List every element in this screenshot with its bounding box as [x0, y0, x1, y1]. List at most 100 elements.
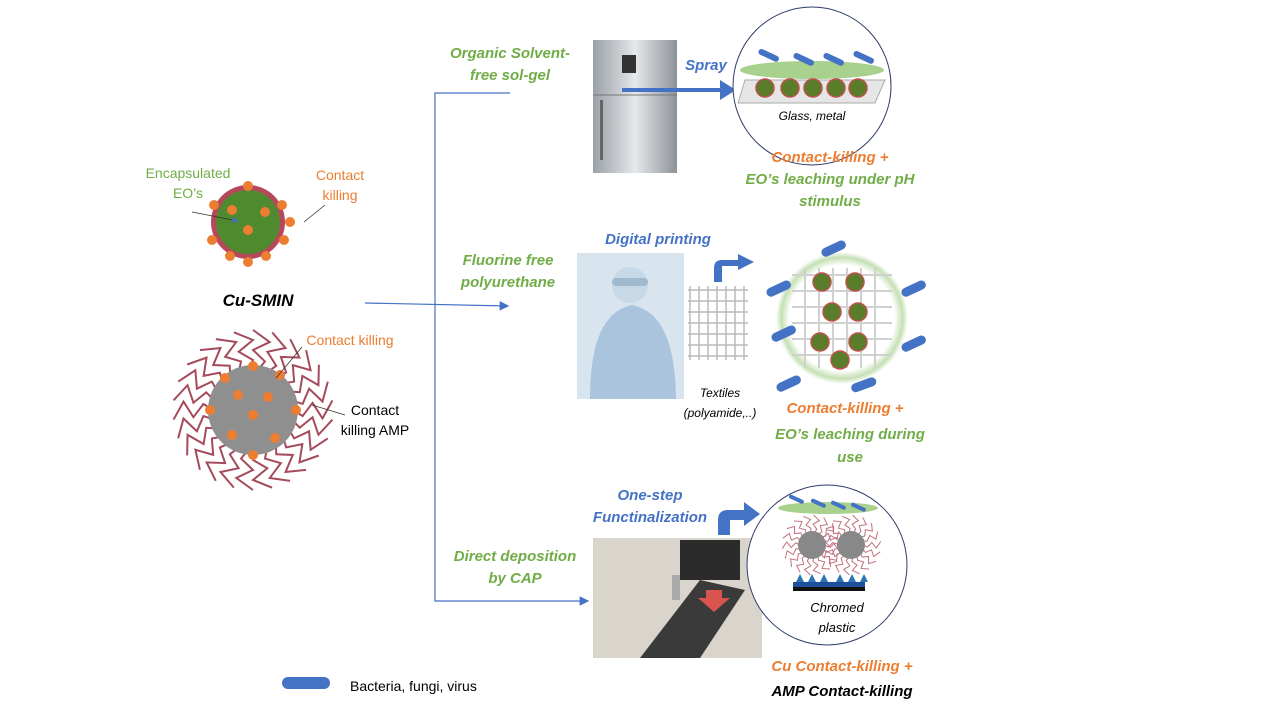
- amp-chain: [291, 381, 329, 406]
- plasma-arrow: [836, 574, 844, 582]
- refrigerator-photo: [593, 40, 677, 173]
- amp-chain: [291, 415, 334, 437]
- cu-smin-label: Cu-SMIN: [223, 291, 295, 310]
- bacteria-icon: [771, 325, 796, 342]
- process-one-step-1: One-step: [617, 487, 682, 504]
- amp-chain: [215, 338, 243, 373]
- method-3-line-2: by CAP: [488, 570, 542, 587]
- amp-chain: [194, 435, 224, 471]
- result-3-orange: Cu Contact-killing +: [771, 658, 912, 675]
- nanoparticle: [848, 78, 868, 98]
- contact-killing-label-bottom: Contact killing: [306, 332, 393, 348]
- amp-chain: [782, 532, 802, 542]
- amp-chain: [812, 556, 821, 575]
- amp-chain: [265, 331, 288, 374]
- amp-chain: [204, 442, 231, 482]
- amp-chain: [795, 554, 807, 573]
- result-1-orange: Contact-killing +: [771, 149, 888, 166]
- substrate-2-line-1: Textiles: [700, 386, 740, 400]
- amp-chain: [793, 520, 807, 535]
- copper-dot: [243, 181, 253, 191]
- nanoparticle: [755, 78, 775, 98]
- nanoparticle: [845, 272, 865, 292]
- glass-metal-circle: [732, 6, 892, 166]
- amp-chain: [851, 556, 860, 575]
- copper-dot: [291, 405, 301, 415]
- method-3-line-1: Direct deposition: [454, 548, 577, 565]
- amp-chain: [834, 554, 846, 573]
- substrate-3-line-1: Chromed: [810, 600, 864, 615]
- bacteria-icon: [901, 280, 926, 297]
- amp-chain: [263, 447, 291, 482]
- amp-chain: [281, 436, 320, 464]
- nanoparticle: [780, 78, 800, 98]
- amp-chain: [274, 442, 307, 474]
- amp-chain: [856, 517, 868, 536]
- result-1-green-1: EO’s leaching under pH: [746, 171, 916, 188]
- copper-dot: [225, 251, 235, 261]
- amp-chain: [862, 541, 882, 549]
- copper-dot: [263, 392, 273, 402]
- amp-chain: [177, 414, 215, 439]
- result-3-black: AMP Contact-killing: [770, 683, 912, 700]
- copper-dot: [285, 217, 295, 227]
- copper-dot: [243, 257, 253, 267]
- method-1-line-2: free sol-gel: [470, 67, 551, 84]
- amp-chain: [186, 426, 218, 456]
- copper-dot: [233, 390, 243, 400]
- result-1-green-2: stimulus: [799, 193, 861, 210]
- copper-dot: [270, 433, 280, 443]
- amp-chain: [786, 525, 804, 538]
- amp-chain: [199, 346, 232, 378]
- copper-dot: [260, 207, 270, 217]
- nanoparticle: [830, 350, 850, 370]
- chromed-plastic-circle: [746, 484, 908, 646]
- nanoparticle: [810, 332, 830, 352]
- cu-smin-particle: [191, 181, 326, 267]
- substrate-1: Glass, metal: [779, 109, 846, 123]
- amp-chain: [812, 514, 821, 534]
- contact-killing-label-2: killing: [322, 187, 357, 203]
- plasma-arrow: [820, 574, 828, 582]
- amp-chain: [218, 446, 241, 489]
- digital-printing-arrow: [714, 254, 754, 282]
- lab-worker-photo: [577, 253, 684, 399]
- car-interior-photo: [593, 538, 762, 658]
- amp-chain: [817, 555, 831, 570]
- textile-mesh: [688, 286, 748, 360]
- copper-dot: [248, 410, 258, 420]
- copper-dot: [261, 251, 271, 261]
- amp-chain: [851, 514, 860, 534]
- bacteria-icon: [823, 52, 844, 66]
- copper-dot: [205, 405, 215, 415]
- amp-chain: [781, 541, 801, 549]
- amp-chain: [862, 531, 879, 542]
- amp-chain: [803, 515, 812, 534]
- process-spray: Spray: [685, 57, 727, 74]
- copper-dot: [227, 430, 237, 440]
- result-2-orange: Contact-killing +: [786, 400, 903, 417]
- plasma-arrow: [860, 574, 868, 582]
- copper-dot: [275, 370, 285, 380]
- bacteria-icon: [766, 280, 791, 297]
- process-one-step-2: Functinalization: [593, 509, 707, 526]
- amp-chain: [817, 517, 829, 536]
- copper-dot: [209, 200, 219, 210]
- amp-chain: [860, 523, 873, 538]
- amp-chain: [832, 520, 846, 535]
- nanoparticle: [822, 302, 842, 322]
- nanoparticle: [812, 272, 832, 292]
- method-2-line-1: Fluorine free: [463, 252, 554, 269]
- functionalization-arrow: [718, 502, 760, 535]
- result-2-green-1: EO’s leaching during: [775, 426, 925, 443]
- legend-label: Bacteria, fungi, virus: [350, 678, 477, 694]
- bacteria-icon: [776, 375, 801, 392]
- nanoparticle: [803, 78, 823, 98]
- nanoparticle: [826, 78, 846, 98]
- copper-dot: [220, 373, 230, 383]
- substrate-3-line-2: plastic: [818, 620, 856, 635]
- nanoparticle: [848, 302, 868, 322]
- amp-chain: [856, 555, 870, 570]
- bacteria-legend-icon: [282, 677, 330, 689]
